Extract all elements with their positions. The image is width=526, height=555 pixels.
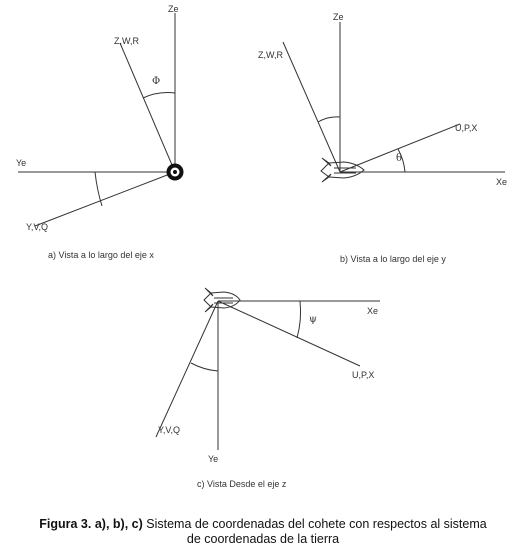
panel-b-upx-label: U,P,X bbox=[455, 123, 477, 133]
panel-c: Xe ψ U,P,X Y,V,Q Ye c) Vista Desde el ej… bbox=[155, 287, 380, 489]
panel-b-rocket-icon bbox=[320, 157, 365, 183]
panel-c-yvq-axis bbox=[155, 300, 219, 438]
panel-c-upx-axis bbox=[217, 300, 361, 367]
panel-c-ye-label: Ye bbox=[208, 454, 218, 464]
x-axis-out-of-page-symbol bbox=[166, 163, 184, 181]
panel-a-yvq-label: Y,V,Q bbox=[26, 222, 48, 232]
panel-a-ye-label: Ye bbox=[16, 158, 26, 168]
panel-c-caption: c) Vista Desde el eje z bbox=[197, 479, 287, 489]
panel-c-yvq-label: Y,V,Q bbox=[158, 425, 180, 435]
panel-a: Ze Z,W,R Φ Ye Y,V,Q a) Vista a lo largo … bbox=[16, 4, 184, 260]
panel-b-zwr-axis bbox=[282, 41, 341, 173]
panel-b-ze-label: Ze bbox=[333, 12, 344, 22]
panel-a-lower-arc bbox=[94, 171, 103, 207]
panel-a-phi-arc bbox=[142, 92, 176, 99]
panel-c-rocket-icon bbox=[203, 287, 241, 313]
panel-a-yvq-axis bbox=[34, 171, 176, 227]
panel-b-xe-label: Xe bbox=[496, 177, 507, 187]
panel-b-upx-axis bbox=[339, 123, 461, 173]
panel-a-zwr-axis bbox=[119, 42, 176, 173]
figure-caption: Figura 3. a), b), c) Sistema de coordena… bbox=[0, 517, 526, 547]
figure-caption-line-1: Figura 3. a), b), c) Sistema de coordena… bbox=[0, 517, 526, 532]
panel-c-xe-label: Xe bbox=[367, 306, 378, 316]
panel-a-phi-label: Φ bbox=[152, 76, 160, 87]
panel-c-yvq-arc bbox=[190, 362, 219, 372]
panel-b-zwr-arc bbox=[317, 116, 341, 123]
panel-b: Ze Z,W,R U,P,X θ Xe b) Vista a lo largo … bbox=[258, 12, 507, 264]
panel-a-ze-label: Ze bbox=[168, 4, 179, 14]
figure-label: Figura 3. a), b), c) bbox=[39, 517, 143, 531]
figure-caption-text-1: Sistema de coordenadas del cohete con re… bbox=[146, 517, 487, 531]
panel-c-upx-label: U,P,X bbox=[352, 370, 374, 380]
panel-b-theta-arc bbox=[397, 148, 406, 173]
panel-c-psi-arc bbox=[296, 300, 302, 339]
panel-a-zwr-label: Z,W,R bbox=[114, 36, 139, 46]
panel-b-zwr-label: Z,W,R bbox=[258, 50, 283, 60]
panel-c-psi-label: ψ bbox=[309, 314, 317, 325]
panel-b-theta-label: θ bbox=[396, 153, 402, 164]
panel-a-caption: a) Vista a lo largo del eje x bbox=[48, 250, 154, 260]
panel-b-caption: b) Vista a lo largo del eje y bbox=[340, 254, 446, 264]
figure-caption-line-2: de coordenadas de la tierra bbox=[186, 532, 340, 546]
